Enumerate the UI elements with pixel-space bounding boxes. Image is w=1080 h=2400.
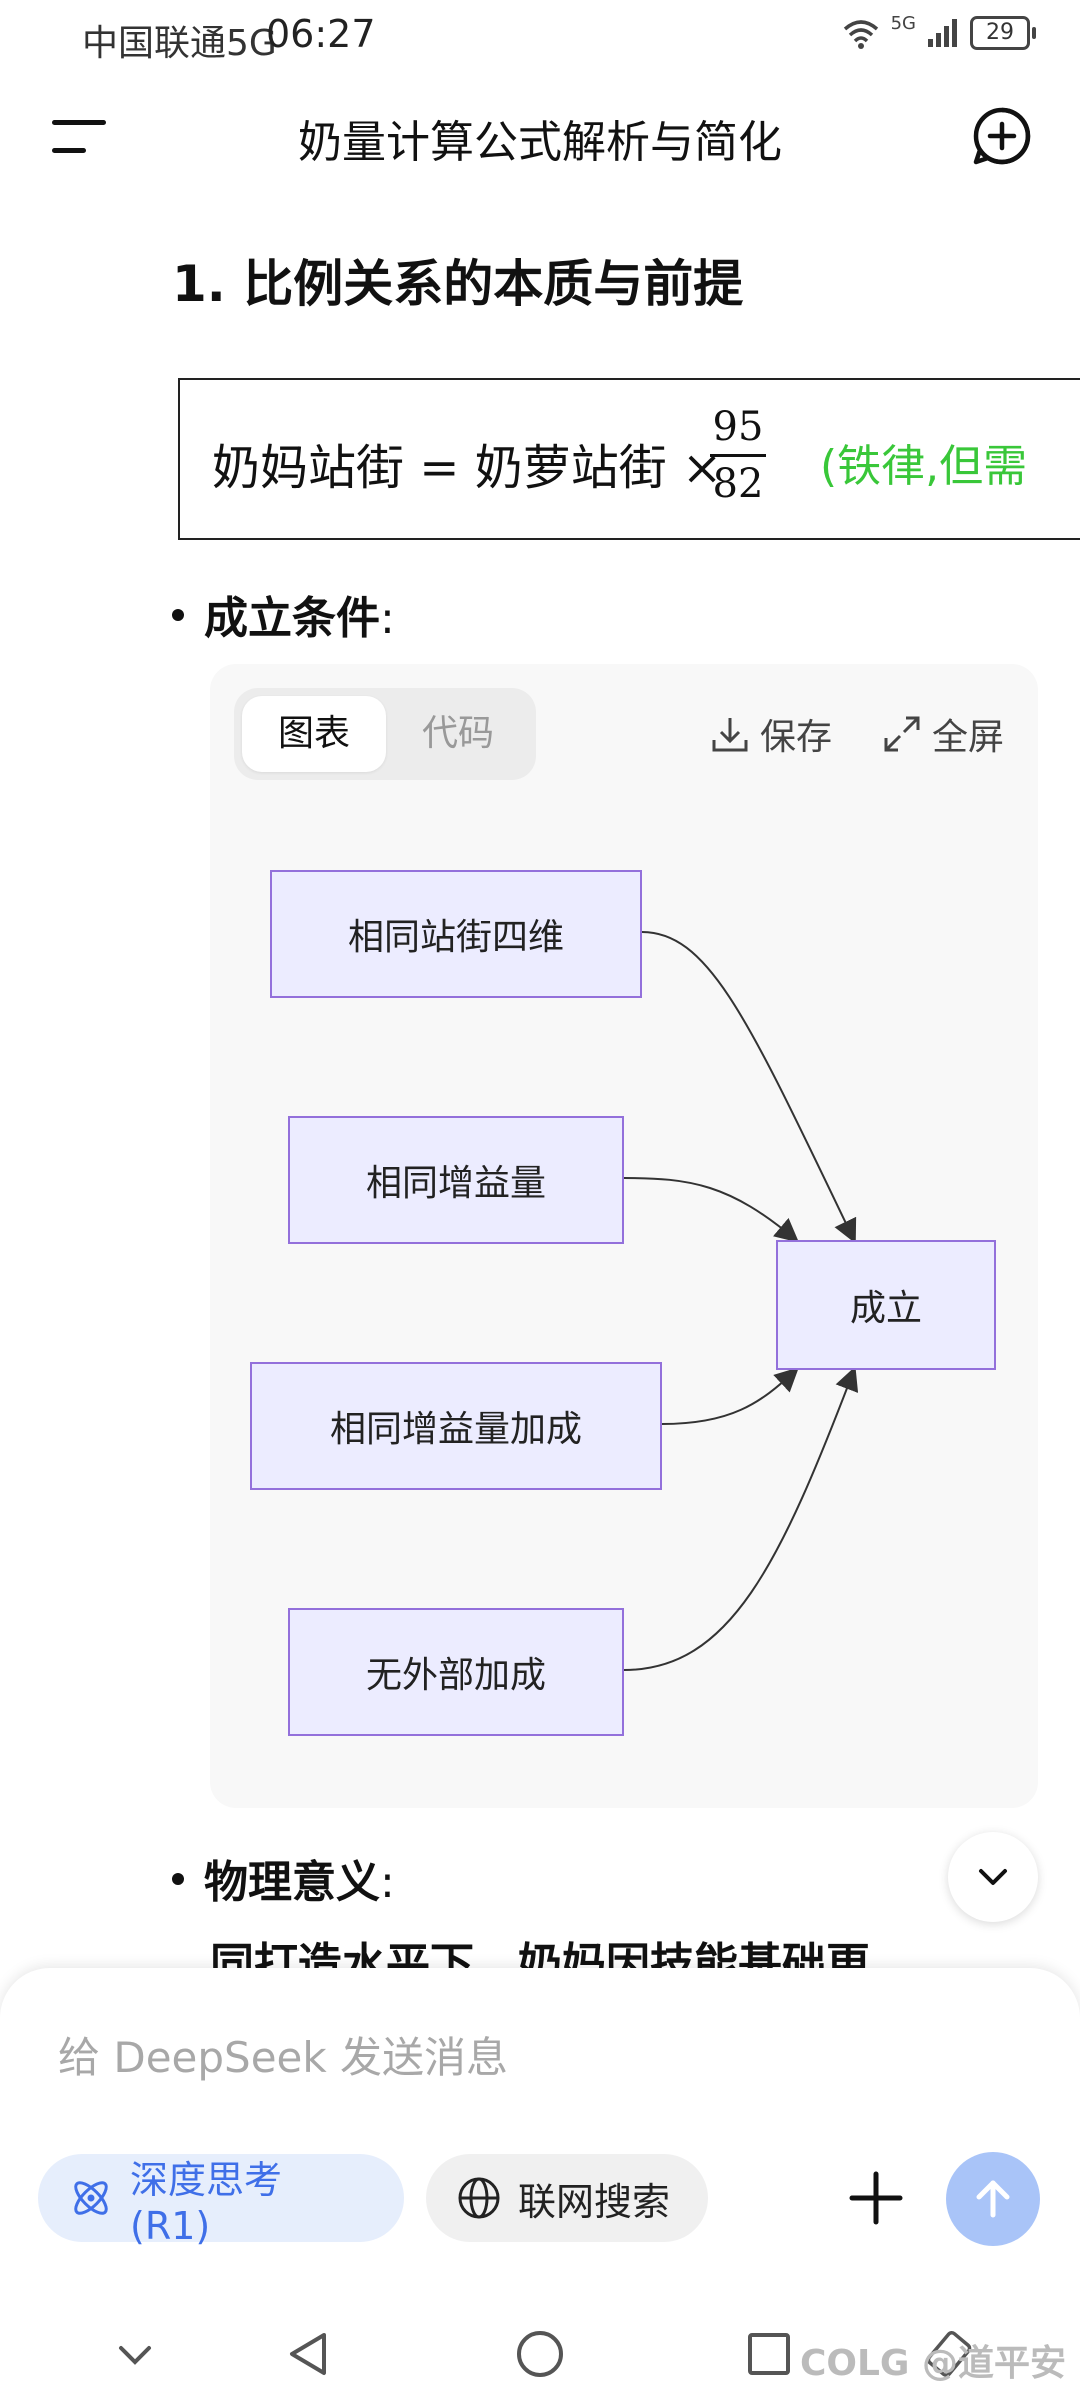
- chevron-down-icon: [119, 2346, 151, 2365]
- add-attachment-button[interactable]: [846, 2168, 906, 2228]
- diagram-node: 相同增益量加成: [250, 1362, 662, 1490]
- diagram-target-node: 成立: [776, 1240, 996, 1370]
- mermaid-diagram-card: 图表 代码 保存 全屏: [210, 664, 1038, 1808]
- edge-3: [661, 1367, 799, 1425]
- bullet-label: 成立条件: [204, 593, 380, 644]
- globe-icon: [458, 2177, 500, 2219]
- app-header: 奶量计算公式解析与简化: [0, 90, 1080, 180]
- send-button[interactable]: [946, 2152, 1040, 2246]
- rotate-screen-button[interactable]: [914, 2322, 984, 2386]
- bullet-conditions: 成立条件:: [172, 582, 395, 646]
- fraction-numerator: 95: [712, 404, 764, 450]
- formula-fraction: 95 82: [710, 402, 766, 509]
- edge-1: [641, 931, 857, 1244]
- message-input[interactable]: 给 DeepSeek 发送消息: [58, 2033, 509, 2082]
- recents-square-icon: [748, 2333, 790, 2375]
- deep-think-label: 深度思考 (R1): [130, 2157, 283, 2248]
- chevron-down-icon: [979, 1869, 1007, 1885]
- scroll-to-bottom-button[interactable]: [948, 1832, 1038, 1922]
- web-search-toggle[interactable]: 联网搜索: [426, 2154, 708, 2242]
- status-time: 06:27: [266, 12, 376, 56]
- edge-2: [623, 1177, 800, 1243]
- battery-level: 29: [986, 20, 1014, 45]
- formula-lhs: 奶妈站街 = 奶萝站街 ×: [212, 440, 723, 496]
- nav-back-button[interactable]: [274, 2322, 344, 2386]
- tab-chart[interactable]: 图表: [242, 696, 386, 772]
- watermark: COLG @道平安: [799, 2343, 1066, 2384]
- expand-icon: [884, 716, 920, 752]
- status-icons: 5G 29: [841, 12, 1036, 50]
- carrier-label: 中国联通5G: [82, 23, 277, 64]
- menu-icon[interactable]: [52, 114, 106, 158]
- message-composer: 给 DeepSeek 发送消息 深度思考 (R1) 联网搜索: [0, 1968, 1080, 2308]
- fullscreen-label: 全屏: [932, 717, 1005, 758]
- view-tabs: 图表 代码: [234, 688, 536, 780]
- tab-code[interactable]: 代码: [421, 713, 494, 754]
- save-button[interactable]: 保存: [710, 708, 832, 760]
- fullscreen-button[interactable]: 全屏: [882, 708, 1004, 760]
- arrow-up-icon: [976, 2180, 1010, 2218]
- formula-note: (铁律,但需: [820, 441, 1028, 492]
- web-search-label: 联网搜索: [518, 2179, 671, 2224]
- diagram-node: 无外部加成: [288, 1608, 624, 1736]
- fraction-denominator: 82: [712, 461, 764, 507]
- signal-icon: [928, 19, 957, 47]
- save-label: 保存: [760, 717, 833, 758]
- system-nav-bar: COLG @道平安: [0, 2308, 1080, 2400]
- download-icon: [712, 718, 748, 752]
- diagram-edges: [623, 931, 859, 1671]
- section-heading: 1. 比例关系的本质与前提: [172, 255, 744, 313]
- chat-content[interactable]: 1. 比例关系的本质与前提 奶妈站街 = 奶萝站街 × 95 82 (铁律,但需…: [0, 200, 1080, 1960]
- atom-icon: [74, 2181, 108, 2215]
- rotate-icon: [926, 2330, 972, 2378]
- bullet-physical-meaning: 物理意义:: [172, 1846, 395, 1910]
- nav-recents-button[interactable]: [734, 2322, 804, 2386]
- formula-block: 奶妈站街 = 奶萝站街 × 95 82 (铁律,但需: [178, 378, 1080, 540]
- network-type-label: 5G: [890, 12, 916, 34]
- diagram-node: 相同增益量: [288, 1116, 624, 1244]
- page-title: 奶量计算公式解析与简化: [298, 117, 782, 168]
- battery-icon: 29: [970, 16, 1036, 50]
- nav-home-button[interactable]: [505, 2322, 575, 2386]
- bullet-label: 物理意义: [204, 1857, 380, 1908]
- wifi-icon: [843, 20, 878, 49]
- new-chat-icon[interactable]: [972, 106, 1032, 166]
- status-bar: 中国联通5G 06:27 5G 29: [0, 0, 1080, 76]
- deep-think-toggle[interactable]: 深度思考 (R1): [38, 2154, 404, 2248]
- edge-4: [623, 1366, 859, 1671]
- back-triangle-icon: [290, 2333, 326, 2375]
- home-circle-icon: [517, 2331, 563, 2377]
- nav-collapse-button[interactable]: [100, 2322, 170, 2386]
- diagram-node: 相同站街四维: [270, 870, 642, 998]
